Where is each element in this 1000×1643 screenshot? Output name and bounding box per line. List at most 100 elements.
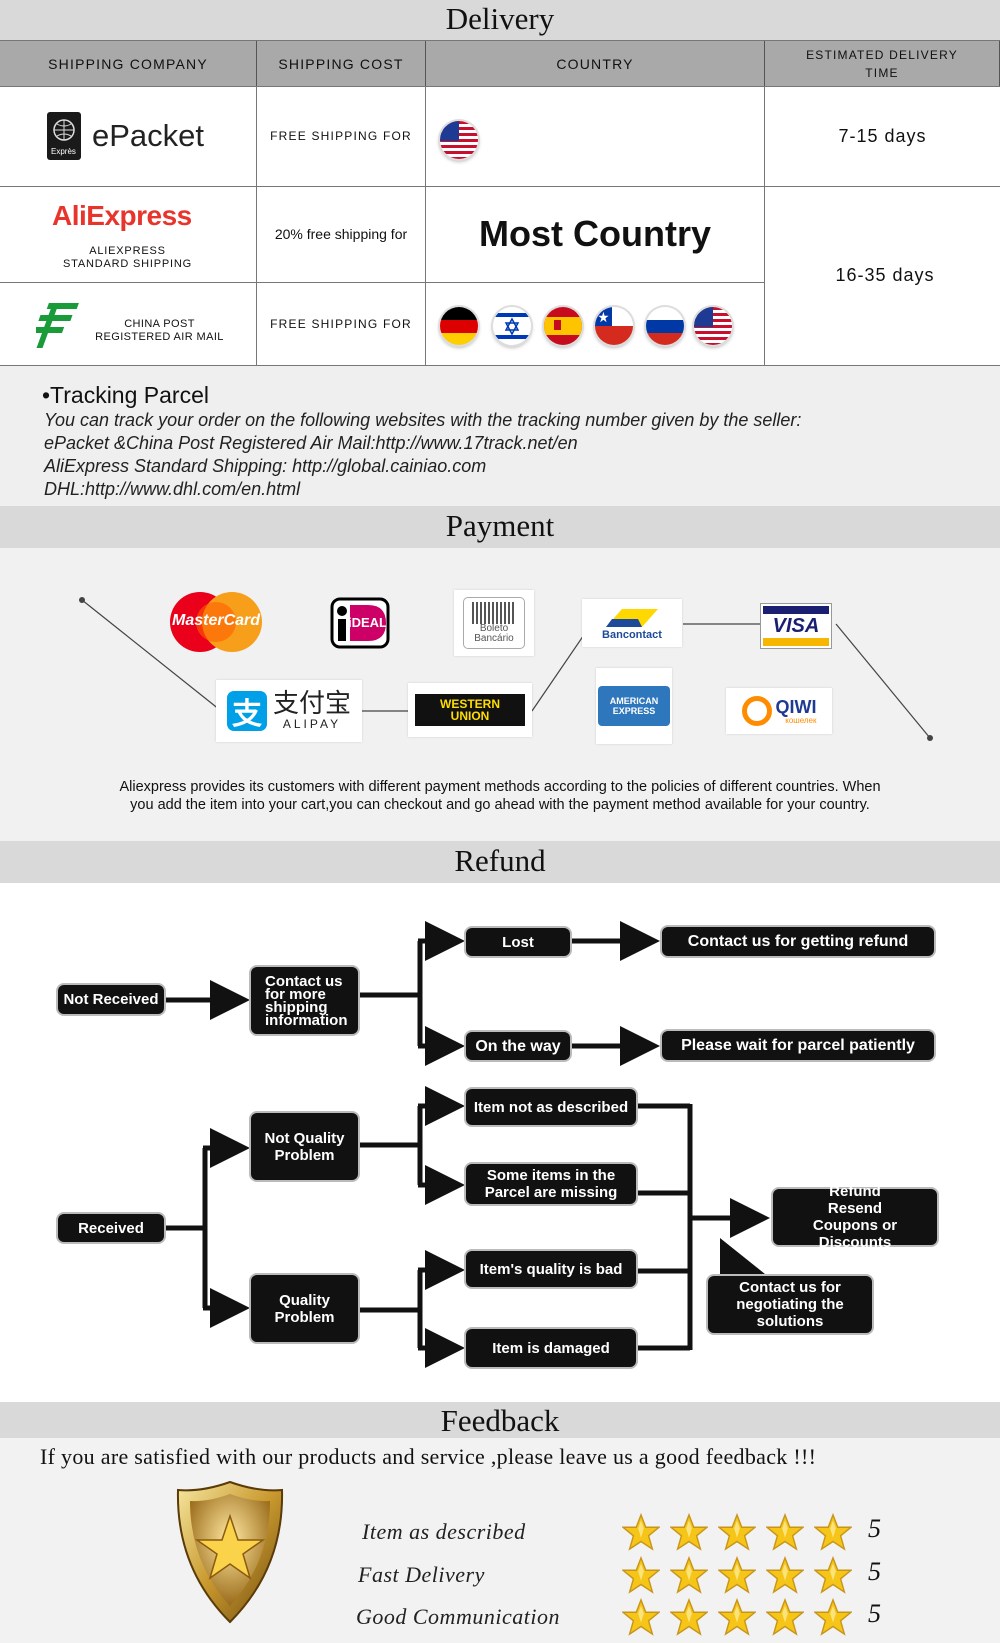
star-icon	[620, 1597, 662, 1636]
epacket-name: ePacket	[92, 118, 205, 153]
received-box: Received	[58, 1214, 164, 1242]
please-wait-box: Please wait for parcel patiently	[662, 1031, 934, 1060]
star-icon	[668, 1597, 710, 1636]
star-icon	[764, 1555, 806, 1594]
ideal-text: iDEAL	[348, 615, 387, 630]
payment-note: Aliexpress provides its customers with d…	[119, 779, 881, 813]
quality-box: Quality Problem	[251, 1275, 358, 1342]
not-received-box: Not Received	[58, 985, 164, 1014]
tracking-title: •Tracking Parcel	[42, 382, 209, 408]
refund-title: Refund	[0, 841, 1000, 883]
flag-usa-2-icon	[694, 307, 732, 345]
star-icon	[620, 1555, 662, 1594]
payment-title: Payment	[0, 506, 1000, 548]
mastercard-logo: MasterCard	[168, 591, 264, 653]
visa-text: VISA	[772, 615, 820, 637]
qiwi-sub-text: кошелек	[785, 715, 817, 725]
not-quality-box: Not Quality Problem	[251, 1113, 358, 1180]
mastercard-text: MasterCard	[171, 612, 261, 629]
bancontact-text: Bancontact	[602, 629, 662, 641]
lost-box: Lost	[466, 928, 570, 956]
star-icon	[812, 1555, 854, 1594]
tracking-line-4: DHL:http://www.dhl.com/en.html	[44, 479, 301, 499]
flag-chile-icon	[595, 307, 633, 345]
refund-flow-arrows	[164, 921, 770, 1368]
contact-refund-box: Contact us for getting refund	[662, 927, 934, 956]
star-icon	[716, 1597, 758, 1636]
amex-text: AMERICAN EXPRESS	[609, 696, 659, 716]
most-country: Most Country	[479, 213, 711, 254]
alipay-text: ALIPAY	[282, 717, 342, 731]
tracking-line-2: ePacket &China Post Registered Air Mail:…	[44, 433, 578, 453]
flag-israel-icon	[493, 307, 531, 345]
damaged-box: Item is damaged	[466, 1329, 636, 1367]
alipay-cn-text: 支付宝	[272, 689, 351, 719]
feedback-message: If you are satisfied with our products a…	[40, 1444, 817, 1469]
alipay-icon: 支	[226, 691, 267, 731]
aliexpress-sub: ALIEXPRESS STANDARD SHIPPING	[63, 245, 192, 270]
rating-stars-3	[620, 1597, 854, 1636]
star-icon	[812, 1597, 854, 1636]
epacket-globe-icon	[53, 119, 75, 141]
bancontact-icon	[606, 609, 658, 627]
star-icon	[716, 1555, 758, 1594]
epacket-time: 7-15 days	[838, 125, 927, 146]
rating-stars-2	[620, 1555, 854, 1594]
on-the-way-box: On the way	[466, 1032, 570, 1060]
header-country: COUNTRY	[426, 41, 765, 86]
rating-label-1: Item as described	[362, 1519, 526, 1544]
boleto-text: Boleto Bancário	[474, 623, 514, 644]
barcode-icon	[472, 602, 516, 624]
contact-more-box: Contact us for more shipping information	[251, 967, 358, 1034]
western-union-text: WESTERN UNION	[440, 697, 500, 723]
qiwi-text: QIWI	[775, 696, 817, 717]
star-icon	[620, 1512, 662, 1551]
rating-score-1: 5	[868, 1514, 881, 1543]
star-icon	[668, 1555, 710, 1594]
tracking-section	[0, 366, 1000, 506]
amex-logo: AMERICAN EXPRESS	[596, 668, 672, 744]
visa-logo: VISA	[760, 603, 832, 649]
bancontact-logo: Bancontact	[582, 599, 682, 647]
header-shipping-cost: SHIPPING COST	[257, 41, 426, 86]
header-delivery-time: ESTIMATED DELIVERY TIME	[765, 41, 1000, 86]
western-union-logo: WESTERN UNION	[408, 683, 532, 737]
ideal-logo: iDEAL	[330, 597, 392, 649]
flag-russia-icon	[646, 307, 684, 345]
rating-label-2: Fast Delivery	[358, 1562, 485, 1587]
star-icon	[668, 1512, 710, 1551]
tracking-line-3: AliExpress Standard Shipping: http://glo…	[44, 456, 487, 476]
alipay-logo: 支 支付宝 ALIPAY	[216, 680, 362, 742]
shared-delivery-time: 16-35 days	[835, 265, 935, 285]
bad-quality-box: Item's quality is bad	[466, 1251, 636, 1287]
china-post-name: CHINA POST REGISTERED AIR MAIL	[95, 318, 224, 343]
epacket-cost: FREE SHIPPING FOR	[270, 129, 412, 143]
epacket-logo-small-text: Exprès	[51, 147, 76, 156]
china-post-icon	[29, 300, 86, 355]
rating-label-3: Good Communication	[356, 1604, 560, 1629]
star-icon	[764, 1597, 806, 1636]
flag-usa-icon	[440, 121, 478, 159]
aliexpress-cost: 20% free shipping for	[274, 226, 408, 242]
rating-score-3: 5	[868, 1599, 881, 1628]
payment-connector-lines	[79, 597, 933, 741]
header-shipping-company: SHIPPING COMPANY	[0, 41, 257, 86]
outcome-box: Refund Resend Coupons or Discounts	[773, 1183, 937, 1251]
star-icon	[764, 1512, 806, 1551]
china-post-cost: FREE SHIPPING FOR	[270, 316, 412, 331]
boleto-logo: Boleto Bancário	[454, 590, 534, 656]
shield-star-icon	[170, 1478, 290, 1633]
star-icon	[716, 1512, 758, 1551]
epacket-logo: Exprès	[47, 112, 81, 160]
aliexpress-logo: AliExpress	[52, 200, 192, 231]
missing-box: Some items in the Parcel are missing	[466, 1164, 636, 1204]
rating-stars-1	[620, 1512, 854, 1551]
delivery-title: Delivery	[0, 0, 1000, 41]
feedback-title: Feedback	[0, 1402, 1000, 1438]
negotiate-box: Contact us for negotiating the solutions	[708, 1276, 872, 1333]
star-icon	[812, 1512, 854, 1551]
flag-spain-icon	[544, 307, 582, 345]
flag-germany-icon	[440, 307, 478, 345]
rating-score-2: 5	[868, 1557, 881, 1586]
not-described-box: Item not as described	[466, 1089, 636, 1125]
